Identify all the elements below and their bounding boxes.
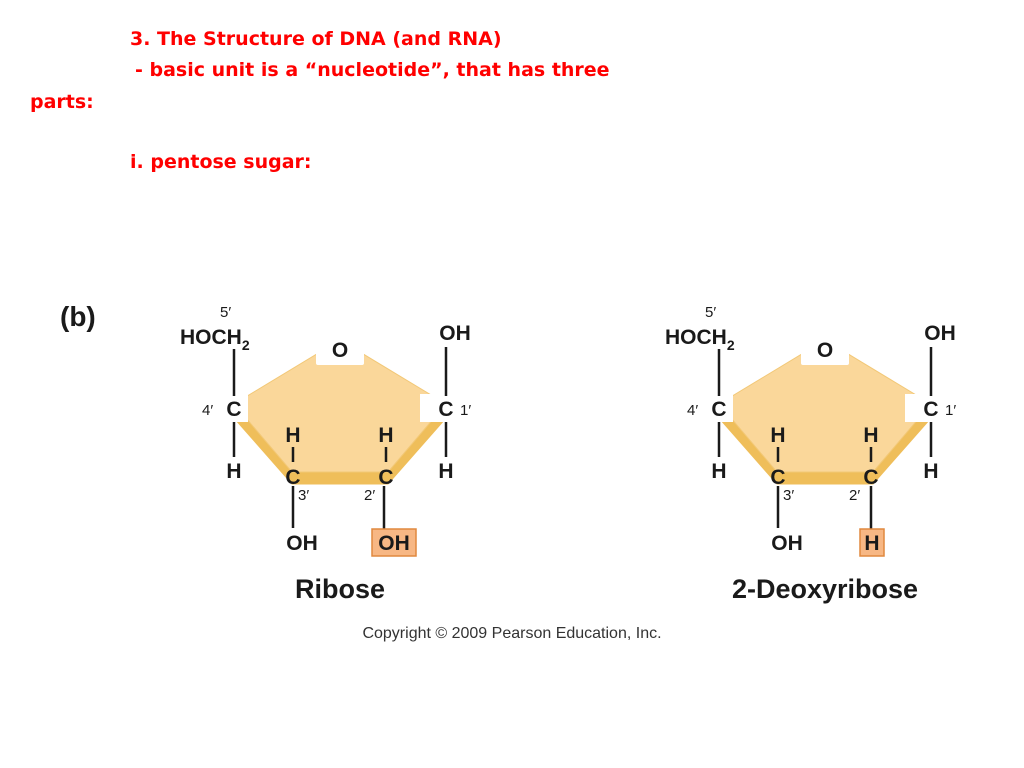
ribose-ring-oxygen: O: [332, 339, 348, 362]
ribose-c1-oh: OH: [439, 322, 471, 345]
deoxyribose-name: 2-Deoxyribose: [732, 574, 918, 604]
ribose-5-prime: 5′: [220, 304, 231, 321]
deoxyribose-c4: C: [711, 398, 726, 421]
deoxyribose-4-prime: 4′: [687, 402, 698, 419]
deoxyribose-c4-bg: [705, 394, 733, 422]
ribose-c1: C: [438, 398, 453, 421]
deoxyribose-3-prime: 3′: [783, 487, 794, 504]
deoxyribose-c2: C: [863, 466, 878, 489]
ribose-c1-h: H: [438, 460, 453, 483]
deoxyribose-1-prime: 1′: [945, 402, 956, 419]
ribose-4-prime: 4′: [202, 402, 213, 419]
ribose-1-prime: 1′: [460, 402, 471, 419]
deoxyribose-structure: 5′ HOCH2 O OH C 4′ C 1′ H H H H C C 3′ 2…: [665, 304, 956, 604]
deoxyribose-c4-h: H: [711, 460, 726, 483]
ribose-name: Ribose: [295, 574, 385, 604]
heading-line-4: i. pentose sugar:: [130, 151, 312, 173]
deoxyribose-hoch2: HOCH2: [665, 326, 735, 353]
deoxyribose-c1-oh: OH: [924, 322, 956, 345]
deoxyribose-c2-sub-h: H: [864, 532, 879, 555]
deoxyribose-c1: C: [923, 398, 938, 421]
ribose-3-prime: 3′: [298, 487, 309, 504]
copyright-text: Copyright © 2009 Pearson Education, Inc.: [362, 625, 661, 642]
ribose-c1-bg: [420, 394, 448, 422]
deoxyribose-c2-highlight-box: [859, 528, 885, 557]
deoxyribose-c2-h: H: [863, 424, 878, 447]
ribose-c2-highlight-box: [371, 528, 417, 557]
ribose-c2-h: H: [378, 424, 393, 447]
panel-label: (b): [60, 301, 96, 332]
deoxyribose-c1-h: H: [923, 460, 938, 483]
ribose-ring-o-bg: [316, 337, 364, 365]
ribose-hoch2: HOCH2: [180, 326, 250, 353]
deoxyribose-ring-o-bg: [801, 337, 849, 365]
heading-line-2: - basic unit is a “nucleotide”, that has…: [135, 59, 610, 81]
ribose-c2: C: [378, 466, 393, 489]
deoxyribose-ring-oxygen: O: [817, 339, 833, 362]
ribose-c4: C: [226, 398, 241, 421]
deoxyribose-c3-h: H: [770, 424, 785, 447]
ribose-c3-oh: OH: [286, 532, 318, 555]
deoxyribose-c3-oh: OH: [771, 532, 803, 555]
ribose-c4-h: H: [226, 460, 241, 483]
deoxyribose-c1-bg: [905, 394, 933, 422]
deoxyribose-2-prime: 2′: [849, 487, 860, 504]
ribose-c3: C: [285, 466, 300, 489]
ribose-c4-bg: [220, 394, 248, 422]
heading-line-1: 3. The Structure of DNA (and RNA): [130, 28, 502, 50]
ribose-c3-h: H: [285, 424, 300, 447]
deoxyribose-c3: C: [770, 466, 785, 489]
ribose-structure: 5′ HOCH2 O OH C 4′ C 1′ H H H H C C 3′ 2…: [180, 304, 471, 604]
heading-line-3: parts:: [30, 91, 94, 113]
ribose-c2-oh: OH: [378, 532, 410, 555]
deoxyribose-5-prime: 5′: [705, 304, 716, 321]
ribose-2-prime: 2′: [364, 487, 375, 504]
